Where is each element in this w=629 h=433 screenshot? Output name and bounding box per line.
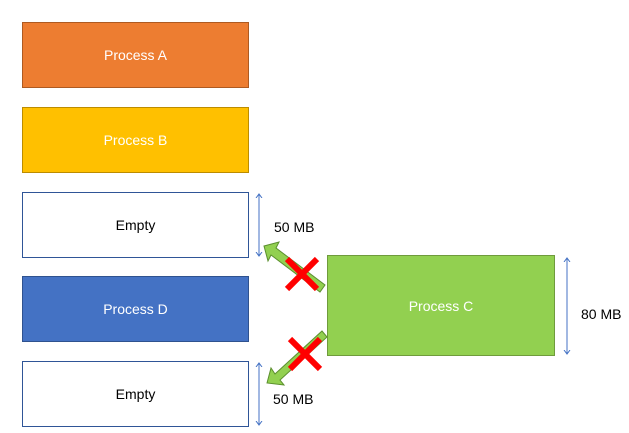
process-c-block: Process C bbox=[327, 255, 555, 356]
blocked-cross-bottom-icon bbox=[287, 336, 323, 372]
hole-size-label-top: 50 MB bbox=[274, 219, 315, 235]
process-c-size-label: 80 MB bbox=[581, 306, 622, 322]
empty-hole-top: Empty bbox=[22, 192, 249, 258]
empty-hole-bottom: Empty bbox=[22, 361, 249, 427]
blocked-cross-top-icon bbox=[284, 256, 320, 292]
process-b-block: Process B bbox=[22, 107, 249, 173]
process-d-block: Process D bbox=[22, 276, 249, 342]
hole-size-label-bottom: 50 MB bbox=[273, 391, 314, 407]
process-a-block: Process A bbox=[22, 22, 249, 88]
